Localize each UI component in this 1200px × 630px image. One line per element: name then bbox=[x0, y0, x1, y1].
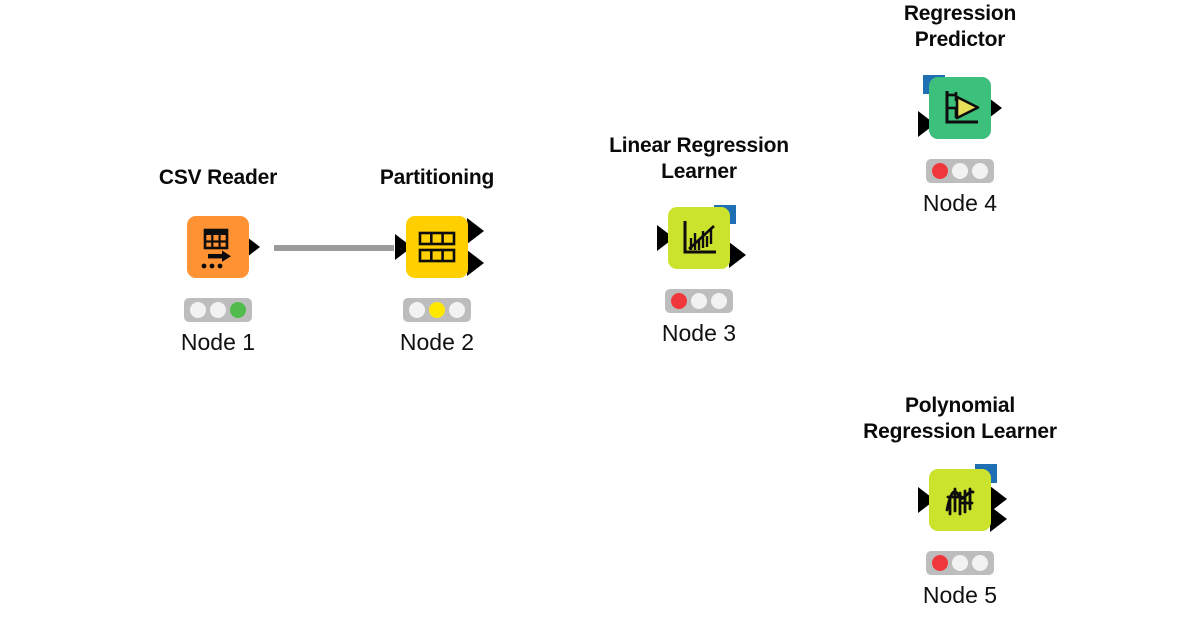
node-label: Node 5 bbox=[922, 582, 998, 609]
partition-rows-icon bbox=[418, 231, 456, 262]
status-lamp-idle bbox=[932, 555, 948, 572]
status-lamp-executed bbox=[230, 301, 246, 318]
node-body[interactable] bbox=[900, 458, 1020, 542]
node-partitioning[interactable]: Partitioning bbox=[337, 165, 537, 354]
node-polynomial-regression-learner[interactable]: Polynomial Regression Learner bbox=[860, 393, 1060, 607]
status-bar bbox=[184, 297, 252, 322]
status-lamp-idle bbox=[409, 301, 425, 318]
node-body[interactable] bbox=[158, 205, 278, 289]
node-title: Polynomial Regression Learner bbox=[863, 394, 1057, 443]
node-label: Node 2 bbox=[399, 328, 475, 355]
node-body[interactable] bbox=[639, 196, 759, 280]
regression-predictor-play-icon bbox=[945, 91, 980, 124]
status-bar bbox=[403, 297, 471, 322]
status-lamp-idle bbox=[671, 293, 687, 310]
node-label: Node 4 bbox=[922, 190, 998, 217]
node-body[interactable] bbox=[377, 205, 497, 289]
node-label: Node 1 bbox=[180, 328, 256, 355]
node-title: Regression Predictor bbox=[903, 2, 1017, 51]
status-lamp-idle bbox=[190, 301, 206, 318]
linear-regression-chart-icon bbox=[683, 221, 716, 254]
node-title: CSV Reader bbox=[158, 166, 278, 189]
node-csv-reader[interactable]: CSV Reader bbox=[118, 165, 318, 354]
node-title: Partitioning bbox=[379, 166, 495, 189]
node-icon-linear-regression-learner[interactable] bbox=[668, 207, 730, 270]
output-port-data-1[interactable] bbox=[467, 217, 484, 244]
node-regression-predictor[interactable]: Regression Predictor bbox=[860, 1, 1060, 215]
status-bar bbox=[926, 551, 994, 576]
output-port-data-1[interactable] bbox=[990, 486, 1007, 513]
status-lamp-configured bbox=[952, 555, 968, 572]
status-lamp-configured bbox=[691, 293, 707, 310]
output-port-data-2[interactable] bbox=[467, 249, 484, 276]
node-icon-polynomial-regression-learner[interactable] bbox=[929, 469, 991, 532]
node-body[interactable] bbox=[900, 66, 1020, 150]
output-port-data[interactable] bbox=[729, 242, 746, 269]
node-icon-partitioning[interactable] bbox=[406, 215, 468, 278]
status-lamp-idle bbox=[932, 163, 948, 180]
status-lamp-executed bbox=[449, 301, 465, 318]
connection-node1-node2[interactable] bbox=[274, 245, 394, 251]
status-lamp-executed bbox=[711, 293, 727, 310]
status-bar bbox=[926, 159, 994, 184]
status-lamp-configured bbox=[210, 301, 226, 318]
status-lamp-configured bbox=[429, 301, 445, 318]
output-port-data-2[interactable] bbox=[990, 506, 1007, 533]
status-bar bbox=[665, 289, 733, 314]
node-title: Linear Regression Learner bbox=[609, 134, 789, 183]
csv-table-arrow-icon bbox=[201, 228, 231, 269]
status-lamp-configured bbox=[952, 163, 968, 180]
status-lamp-executed bbox=[972, 555, 988, 572]
status-lamp-executed bbox=[972, 163, 988, 180]
node-linear-regression-learner[interactable]: Linear Regression Learner bbox=[599, 133, 799, 345]
node-icon-csv-reader[interactable] bbox=[187, 215, 249, 278]
node-label: Node 3 bbox=[661, 320, 737, 347]
node-icon-regression-predictor[interactable] bbox=[929, 77, 991, 140]
polynomial-regression-icon bbox=[945, 487, 975, 516]
